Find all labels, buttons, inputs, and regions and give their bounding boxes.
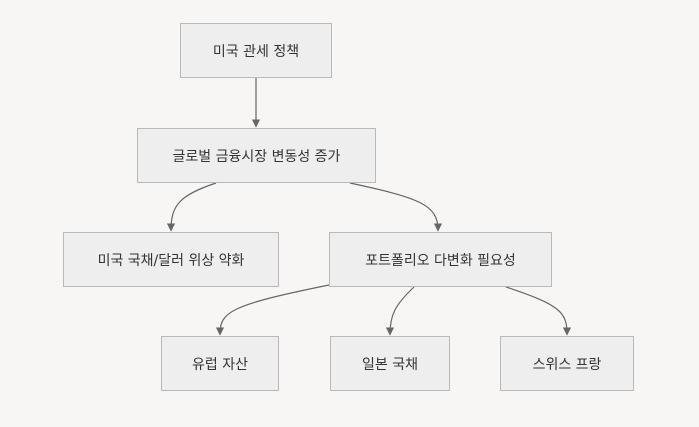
edge-diversification-to-japan [385,286,415,336]
node-label: 미국 관세 정책 [212,43,300,60]
node-treasury-dollar-weakening: 미국 국채/달러 위상 약화 [63,232,279,287]
edge-diversification-to-swiss [505,286,572,336]
node-portfolio-diversification: 포트폴리오 다변화 필요성 [329,232,552,287]
node-label: 유럽 자산 [192,356,248,373]
node-label: 포트폴리오 다변화 필요성 [365,252,516,269]
node-european-assets: 유럽 자산 [161,336,279,391]
node-label: 글로벌 금융시장 변동성 증가 [172,148,341,165]
node-us-tariff-policy: 미국 관세 정책 [180,23,332,78]
edge-volatility-to-diversification [349,182,443,232]
node-swiss-franc: 스위스 프랑 [500,336,634,391]
node-label: 일본 국채 [362,356,418,373]
node-market-volatility: 글로벌 금융시장 변동성 증가 [137,128,376,183]
node-label: 스위스 프랑 [532,356,602,373]
edge-diversification-to-europe [215,284,330,336]
node-label: 미국 국채/달러 위상 약화 [97,252,245,269]
edge-volatility-to-weakening [166,182,217,232]
node-japanese-bonds: 일본 국채 [330,336,450,391]
